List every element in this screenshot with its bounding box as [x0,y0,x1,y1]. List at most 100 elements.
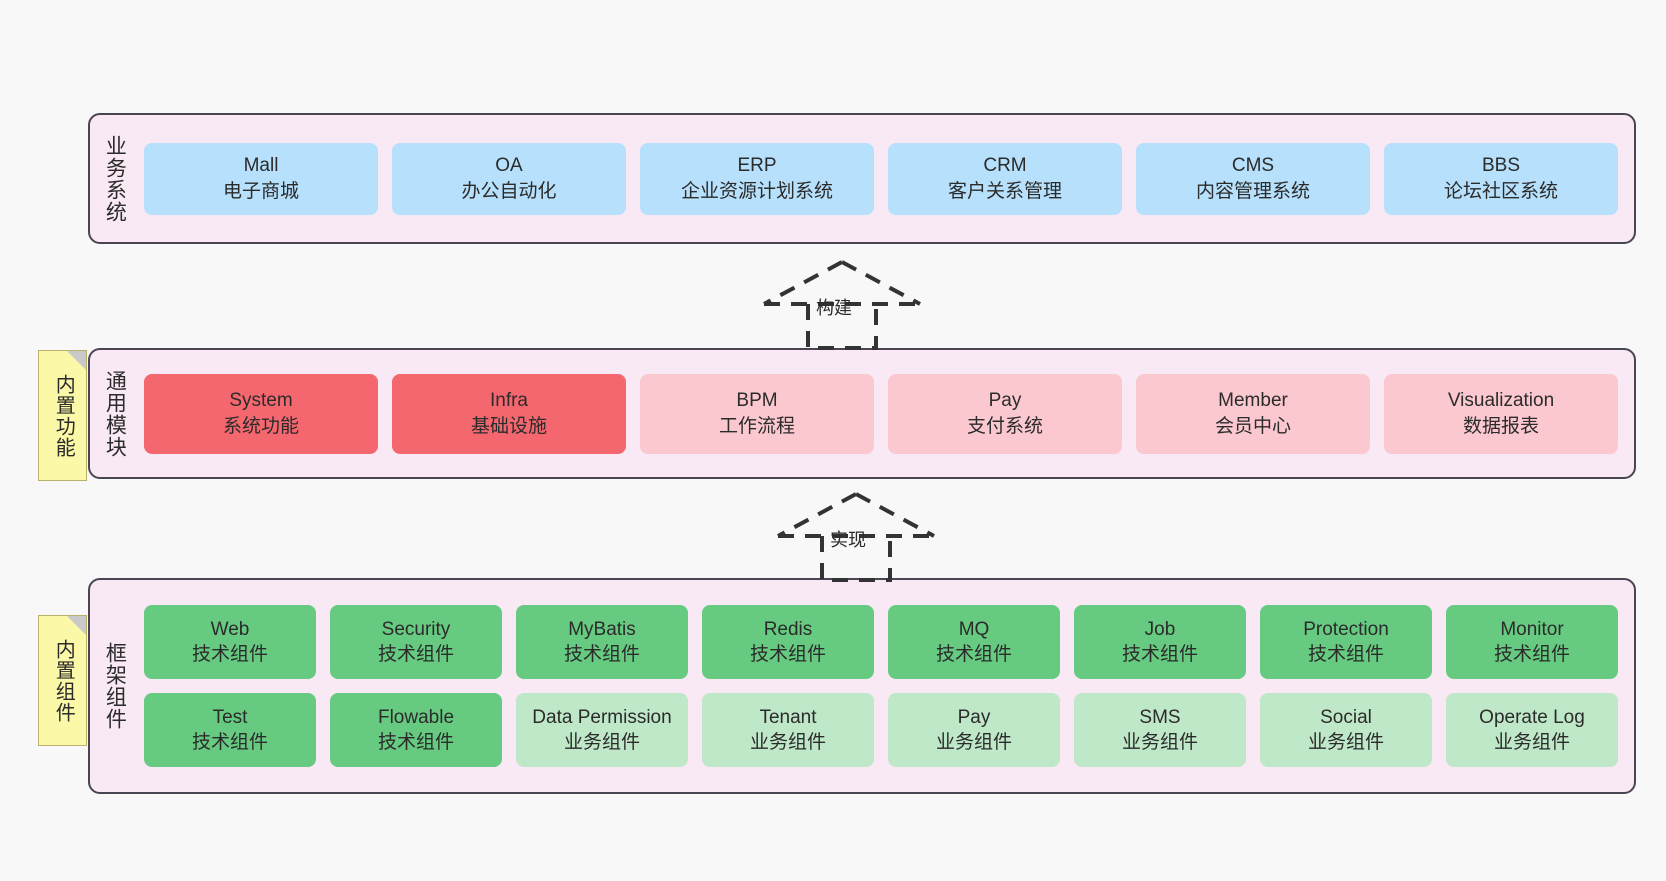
node-infra[interactable]: Infra 基础设施 [392,373,626,454]
node-title: Tenant [759,706,817,728]
node-title: Pay [957,706,991,728]
node-subtitle: 电子商城 [222,180,299,202]
node-social[interactable]: Social 业务组件 [1260,693,1432,767]
node-title: ERP [737,155,777,177]
node-sms[interactable]: SMS 业务组件 [1074,693,1246,767]
node-title: MQ [958,618,990,640]
node-title: Data Permission [532,706,672,728]
node-subtitle: 业务组件 [1121,732,1198,753]
note-label: 内置组件 [52,638,75,723]
node-redis[interactable]: Redis 技术组件 [702,605,874,679]
node-title: CRM [983,155,1027,177]
layer-title-framework-component: 框架组件 [103,642,127,730]
arrow-implement-label: 实现 [830,530,866,550]
arrow-implement: 实现 [766,490,946,582]
layer-body-business-system: Mall 电子商城 OA 办公自动化 ERP 企业资源计划系统 CRM 客户关系… [138,115,1634,242]
node-security[interactable]: Security 技术组件 [330,605,502,679]
node-subtitle: 业务组件 [1493,732,1570,753]
node-member[interactable]: Member 会员中心 [1136,373,1370,454]
layer-title-business-system: 业务系统 [103,134,127,223]
node-title: Mall [243,155,279,177]
node-title: Flowable [377,706,455,728]
node-operate-log[interactable]: Operate Log 业务组件 [1446,693,1618,767]
node-subtitle: 论坛社区系统 [1443,180,1558,202]
folded-corner-icon [67,351,86,370]
node-job[interactable]: Job 技术组件 [1074,605,1246,679]
node-protection[interactable]: Protection 技术组件 [1260,605,1432,679]
node-title: Social [1320,706,1372,728]
node-subtitle: 支付系统 [966,415,1043,437]
node-title: Infra [489,390,529,412]
node-bpm[interactable]: BPM 工作流程 [640,373,874,454]
node-title: Visualization [1447,390,1555,412]
layer-common-module: 通用模块 System 系统功能 Infra 基础设施 BPM 工作流程 Pay… [88,348,1636,479]
node-title: Redis [763,618,813,640]
node-subtitle: 技术组件 [377,732,454,753]
layer-body-framework-component: Web 技术组件 Security 技术组件 MyBatis 技术组件 Redi… [138,580,1634,792]
node-row: System 系统功能 Infra 基础设施 BPM 工作流程 Pay 支付系统… [144,373,1618,454]
node-monitor[interactable]: Monitor 技术组件 [1446,605,1618,679]
node-oa[interactable]: OA 办公自动化 [392,142,626,215]
node-mq[interactable]: MQ 技术组件 [888,605,1060,679]
node-title: BPM [736,390,778,412]
node-title: Test [212,706,248,728]
node-title: Operate Log [1479,706,1585,728]
node-title: Member [1218,390,1288,412]
node-subtitle: 客户关系管理 [947,180,1062,202]
node-subtitle: 技术组件 [377,644,454,665]
node-bbs[interactable]: BBS 论坛社区系统 [1384,142,1618,215]
node-pay-business[interactable]: Pay 业务组件 [888,693,1060,767]
node-cms[interactable]: CMS 内容管理系统 [1136,142,1370,215]
node-title: Job [1144,618,1176,640]
note-builtin-component[interactable]: 内置组件 [38,615,87,746]
generalization-arrow-icon [763,260,921,350]
node-system[interactable]: System 系统功能 [144,373,378,454]
node-subtitle: 技术组件 [191,644,268,665]
node-subtitle: 技术组件 [563,644,640,665]
node-subtitle: 会员中心 [1214,415,1291,437]
layer-business-system: 业务系统 Mall 电子商城 OA 办公自动化 ERP 企业资源计划系统 CRM… [88,113,1636,244]
node-title: Web [210,618,250,640]
node-subtitle: 数据报表 [1462,415,1539,437]
node-mybatis[interactable]: MyBatis 技术组件 [516,605,688,679]
node-title: BBS [1481,155,1521,177]
node-subtitle: 基础设施 [470,415,547,437]
note-label: 内置功能 [52,373,75,458]
node-pay[interactable]: Pay 支付系统 [888,373,1122,454]
layer-title-common-module: 通用模块 [103,369,127,458]
node-web[interactable]: Web 技术组件 [144,605,316,679]
node-title: SMS [1139,706,1181,728]
node-subtitle: 业务组件 [563,732,640,753]
node-subtitle: 系统功能 [222,415,299,437]
node-title: System [229,390,293,412]
node-title: Security [381,618,451,640]
node-title: MyBatis [568,618,636,640]
node-row: Mall 电子商城 OA 办公自动化 ERP 企业资源计划系统 CRM 客户关系… [144,142,1618,215]
node-subtitle: 业务组件 [935,732,1012,753]
layer-body-common-module: System 系统功能 Infra 基础设施 BPM 工作流程 Pay 支付系统… [138,350,1634,477]
node-erp[interactable]: ERP 企业资源计划系统 [640,142,874,215]
node-subtitle: 工作流程 [718,415,795,437]
layer-framework-component: 框架组件 Web 技术组件 Security 技术组件 MyBatis 技术组件… [88,578,1636,794]
node-data-permission[interactable]: Data Permission 业务组件 [516,693,688,767]
node-title: CMS [1231,155,1275,177]
note-builtin-function[interactable]: 内置功能 [38,350,87,481]
node-row: Web 技术组件 Security 技术组件 MyBatis 技术组件 Redi… [144,605,1618,679]
node-title: Pay [988,390,1022,412]
node-subtitle: 技术组件 [749,644,826,665]
node-mall[interactable]: Mall 电子商城 [144,142,378,215]
generalization-arrow-icon [777,492,935,582]
node-crm[interactable]: CRM 客户关系管理 [888,142,1122,215]
node-subtitle: 业务组件 [749,732,826,753]
node-row: Test 技术组件 Flowable 技术组件 Data Permission … [144,693,1618,767]
node-test[interactable]: Test 技术组件 [144,693,316,767]
folded-corner-icon [67,616,86,635]
node-visualization[interactable]: Visualization 数据报表 [1384,373,1618,454]
node-subtitle: 技术组件 [1307,644,1384,665]
node-flowable[interactable]: Flowable 技术组件 [330,693,502,767]
node-subtitle: 办公自动化 [461,180,557,202]
node-title: Monitor [1500,618,1564,640]
node-subtitle: 技术组件 [1493,644,1570,665]
node-tenant[interactable]: Tenant 业务组件 [702,693,874,767]
